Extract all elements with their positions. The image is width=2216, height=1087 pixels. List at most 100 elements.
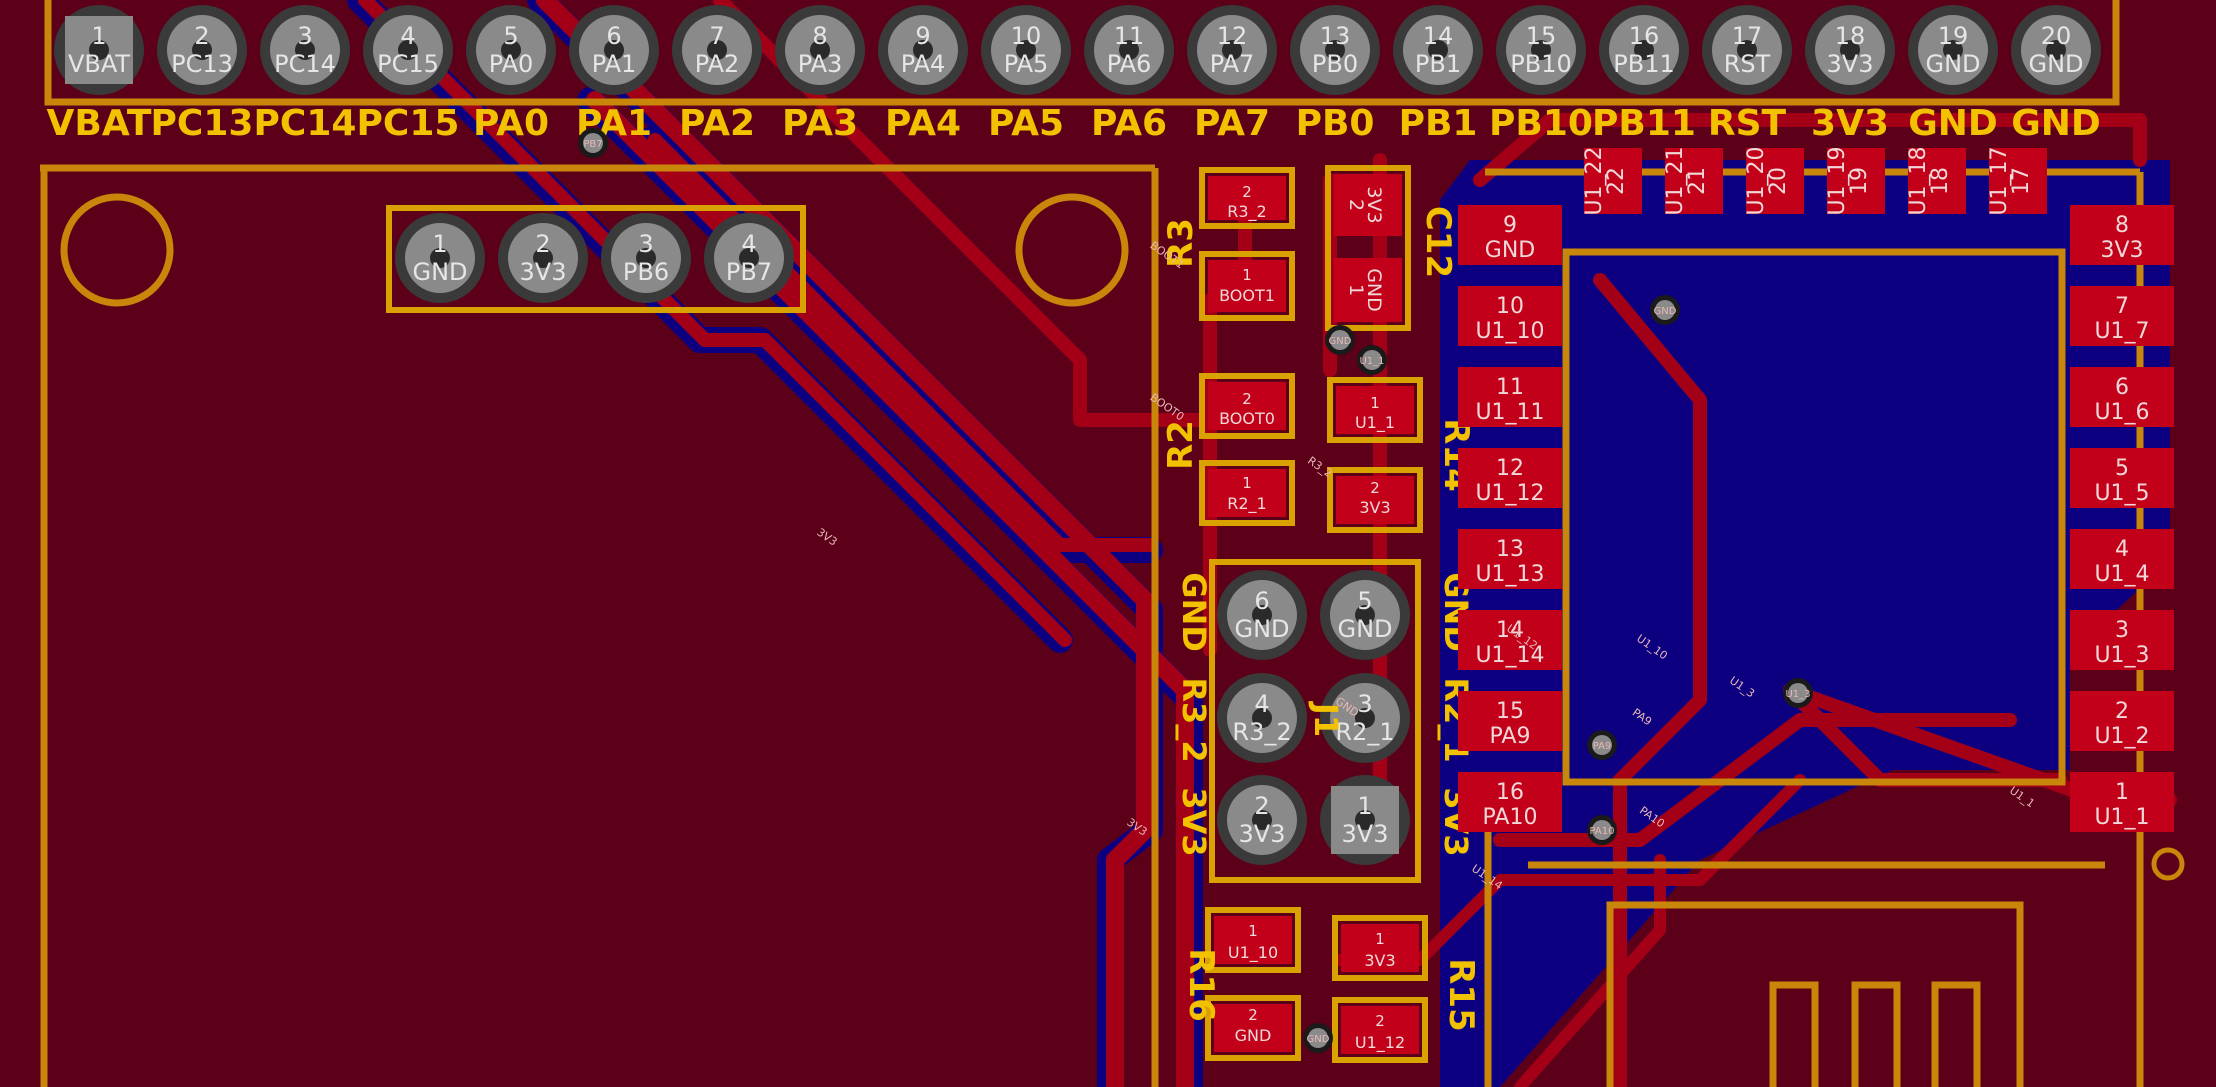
- u1-pad-6[interactable]: 6U1_6: [2070, 367, 2174, 427]
- header-silk-5: PA0: [473, 103, 549, 144]
- r14-pad1-num: 1: [1370, 394, 1380, 412]
- u1-pad-2[interactable]: 2U1_2: [2070, 691, 2174, 751]
- via-4[interactable]: PA9: [1587, 730, 1617, 760]
- header-pin-20-net: GND: [2028, 50, 2083, 78]
- j1-pin-4[interactable]: 4R3_2: [1217, 673, 1307, 763]
- u1-pad-1-num: 1: [2115, 780, 2129, 805]
- j1-pin-3[interactable]: 3R2_1: [1320, 673, 1410, 763]
- u1-pad-1[interactable]: 1U1_1: [2070, 772, 2174, 832]
- r15-pad2-num: 2: [1375, 1012, 1385, 1030]
- u1-pad-15-num: 15: [1496, 699, 1524, 724]
- u1-pad-5-num: 5: [2115, 456, 2129, 481]
- via-0[interactable]: PB7: [578, 128, 608, 158]
- via-6[interactable]: U1_3: [1783, 678, 1813, 708]
- r15-footprint[interactable]: 1 3V3 2 U1_12 R15: [1332, 915, 1481, 1063]
- u1-pad-3[interactable]: 3U1_3: [2070, 610, 2174, 670]
- u1-pad-9-net: GND: [1485, 238, 1535, 263]
- r2-footprint[interactable]: 2 BOOT0 1 R2_1 R2: [1161, 373, 1295, 526]
- via-5[interactable]: PA10: [1587, 815, 1617, 845]
- u1-pad-4[interactable]: 4U1_4: [2070, 529, 2174, 589]
- j1-silk-left-0: GND: [1175, 572, 1213, 652]
- u1-pad-8-num: 8: [2115, 213, 2129, 238]
- r3-footprint[interactable]: 2 R3_2 1 BOOT1 R3: [1161, 167, 1295, 321]
- smd-footprints: 2 R3_2 1 BOOT1 R3 3V3 2 GND 1 C12 2 BOOT…: [1161, 165, 1481, 1063]
- swd-pin-2-num: 2: [535, 230, 550, 258]
- header-silk-4: PC15: [357, 103, 460, 144]
- header-pin-17-net: RST: [1724, 50, 1771, 78]
- via-3[interactable]: U1_1: [1357, 345, 1387, 375]
- header-pin-8-num: 8: [812, 22, 827, 50]
- u1-pad-5[interactable]: 5U1_5: [2070, 448, 2174, 508]
- c12-footprint[interactable]: 3V3 2 GND 1 C12: [1325, 165, 1458, 331]
- j1-pin-4-num: 4: [1254, 690, 1269, 718]
- header-pin-5-num: 5: [503, 22, 518, 50]
- swd-pin-3-num: 3: [638, 230, 653, 258]
- u1-pad-19-net: U1_19: [1825, 146, 1850, 215]
- header-pin-13-num: 13: [1320, 22, 1351, 50]
- r16-pad1-num: 1: [1248, 922, 1258, 940]
- u1-pad-2-net: U1_2: [2094, 724, 2149, 749]
- r16-footprint[interactable]: 1 U1_10 2 GND R16: [1181, 907, 1301, 1061]
- via-1[interactable]: GND: [1325, 325, 1355, 355]
- u1-pad-4-num: 4: [2115, 537, 2129, 562]
- u1-pad-7-num: 7: [2115, 294, 2129, 319]
- r2-pad2-num: 2: [1242, 390, 1252, 408]
- r15-pad1-net: 3V3: [1364, 951, 1395, 970]
- r14-pad1-net: U1_1: [1355, 413, 1395, 433]
- header-pin-2-num: 2: [194, 22, 209, 50]
- header-connector: 1VBAT2PC133PC144PC155PA06PA17PA28PA39PA4…: [54, 5, 2101, 95]
- j1-silk-left-1: R3_2: [1175, 677, 1213, 762]
- u1-pad-7[interactable]: 7U1_7: [2070, 286, 2174, 346]
- via-2[interactable]: GND: [1650, 295, 1680, 325]
- via-7[interactable]: GND: [1303, 1023, 1333, 1053]
